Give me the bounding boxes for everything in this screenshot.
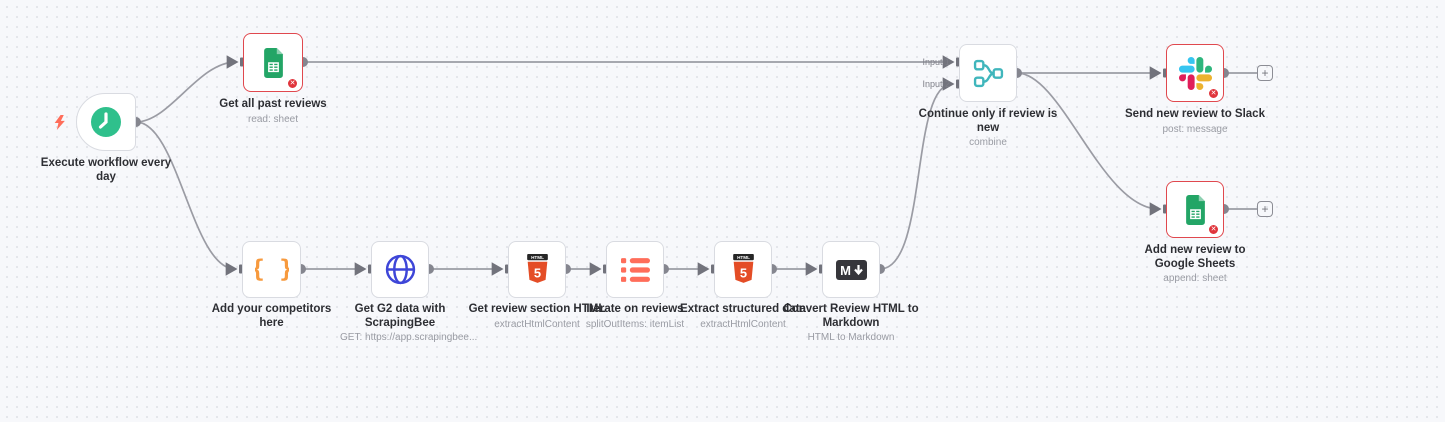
merge-icon: [973, 59, 1003, 87]
html5-icon: HTML 5: [526, 254, 548, 283]
connection-trigger-to-add-competitors[interactable]: [135, 121, 238, 276]
error-badge[interactable]: ✕: [1207, 223, 1220, 236]
node-title: Iterate on reviews: [586, 303, 684, 315]
node-title: Add new review to Google Sheets: [1144, 244, 1246, 270]
curly-braces-icon: { }: [255, 257, 289, 283]
node-title: Send new review to Slack: [1125, 108, 1265, 120]
plus-icon: +: [1261, 66, 1269, 80]
node-title: Get G2 data with ScrapingBee: [354, 303, 446, 329]
clock-icon: [91, 107, 121, 137]
input-ports: [239, 57, 1167, 274]
node-subtitle: splitOutItems: itemList: [585, 318, 685, 330]
error-x-icon: ✕: [1210, 90, 1217, 97]
node-subtitle: read: sheet: [247, 113, 299, 125]
add-node-button[interactable]: +: [1257, 201, 1273, 217]
trigger-bolt-icon: [54, 115, 65, 130]
node-subtitle: extractHtmlContent: [494, 318, 580, 330]
node-label-execute-workflow: Execute workflow every day: [36, 157, 176, 184]
html5-icon: HTML 5: [732, 254, 754, 283]
add-node-button[interactable]: +: [1257, 65, 1273, 81]
node-subtitle: GET: https://app.scrapingbee...: [340, 332, 478, 343]
node-label-extract-structured-data: Extract structured data extractHtmlConte…: [663, 303, 823, 330]
node-label-add-competitors: Add your competitors here: [204, 303, 339, 330]
node-get-review-section-html[interactable]: HTML 5: [508, 241, 566, 298]
error-x-icon: ✕: [1210, 226, 1217, 233]
node-subtitle: HTML to Markdown: [807, 332, 895, 343]
connection-merge-to-google-sheets[interactable]: [1016, 72, 1162, 216]
node-subtitle: combine: [969, 137, 1007, 148]
node-iterate-on-reviews[interactable]: [606, 241, 664, 298]
node-title: Convert Review HTML to Markdown: [783, 303, 919, 329]
svg-text:5: 5: [739, 265, 746, 280]
node-label-get-all-past-reviews: Get all past reviews read: sheet: [193, 98, 353, 125]
svg-text:HTML: HTML: [737, 255, 750, 260]
node-title: Continue only if review is new: [918, 108, 1058, 134]
svg-text:5: 5: [533, 265, 540, 280]
node-label-convert-markdown: Convert Review HTML to Markdown HTML to …: [771, 303, 931, 343]
node-continue-only-if-review-is-new[interactable]: [959, 44, 1017, 102]
connection-markdown-to-merge-input2[interactable]: [879, 77, 955, 270]
node-add-your-competitors-here[interactable]: { }: [242, 241, 301, 298]
node-label-send-to-slack: Send new review to Slack post: message: [1125, 108, 1265, 135]
node-title: Get review section HTML: [468, 303, 606, 315]
list-icon: [620, 257, 650, 282]
node-get-g2-data-scrapingbee[interactable]: [371, 241, 429, 298]
node-convert-html-to-markdown[interactable]: M: [822, 241, 880, 298]
plus-icon: +: [1261, 202, 1269, 216]
node-execute-workflow-every-day[interactable]: [76, 93, 136, 151]
error-x-icon: ✕: [289, 80, 296, 87]
node-title: Execute workflow every day: [40, 157, 172, 183]
node-label-get-review-section: Get review section HTML extractHtmlConte…: [452, 303, 622, 330]
merge-input2-label: Input 2: [922, 78, 950, 89]
merge-input1-label: Input 1: [922, 57, 950, 67]
error-badge[interactable]: ✕: [1207, 87, 1220, 100]
node-title: Extract structured data: [680, 303, 806, 315]
svg-text:M: M: [840, 263, 851, 278]
node-send-new-review-to-slack[interactable]: ✕: [1166, 44, 1224, 102]
connection-trigger-to-get-all-past-reviews[interactable]: [135, 55, 239, 123]
google-sheets-icon: [1185, 194, 1205, 225]
node-extract-structured-data[interactable]: HTML 5: [714, 241, 772, 298]
node-subtitle: extractHtmlContent: [700, 318, 786, 330]
node-title: Add your competitors here: [211, 303, 332, 329]
error-badge[interactable]: ✕: [286, 77, 299, 90]
globe-icon: [385, 254, 415, 285]
node-label-g2-scrapingbee: Get G2 data with ScrapingBee GET: https:…: [340, 303, 478, 343]
node-subtitle: append: sheet: [1163, 273, 1227, 284]
node-title: Get all past reviews: [219, 98, 327, 110]
node-label-continue-if-new: Continue only if review is new combine: [918, 108, 1058, 148]
slack-icon: [1178, 56, 1212, 90]
svg-text:HTML: HTML: [531, 255, 544, 260]
node-get-all-past-reviews[interactable]: ✕: [243, 33, 303, 92]
svg-text:{ }: { }: [255, 257, 289, 283]
node-subtitle: post: message: [1162, 123, 1228, 135]
node-label-iterate-on-reviews: Iterate on reviews splitOutItems: itemLi…: [555, 303, 715, 330]
node-label-add-to-google-sheets: Add new review to Google Sheets append: …: [1130, 244, 1260, 284]
markdown-icon: M: [835, 259, 867, 280]
node-add-new-review-to-google-sheets[interactable]: ✕: [1166, 181, 1224, 238]
google-sheets-icon: [263, 47, 283, 78]
